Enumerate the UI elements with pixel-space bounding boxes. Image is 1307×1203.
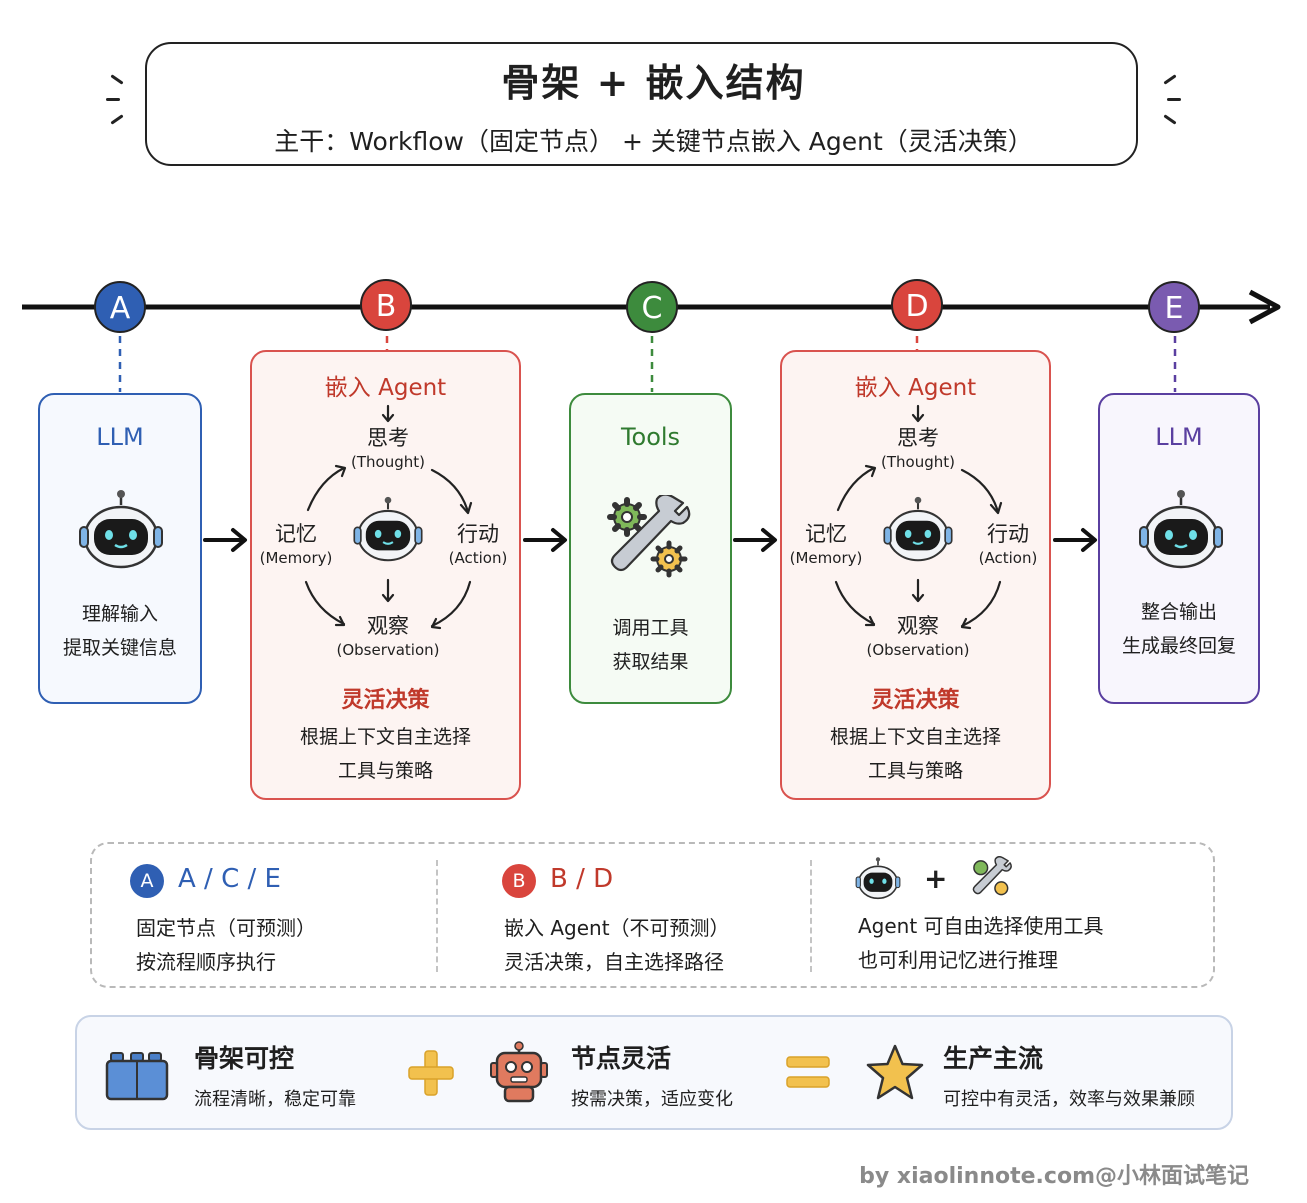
agent-cycle-arrows: [834, 404, 1003, 630]
legend-badge-b: B: [502, 864, 536, 898]
flow-arrows: [203, 528, 1097, 552]
node-b: B: [360, 279, 412, 331]
summary-item-1-title: 骨架可控: [194, 1044, 295, 1073]
wrench-gears-icon: [972, 856, 1012, 896]
agent-flex-line-1: 根据上下文自主选择: [829, 726, 1001, 748]
legend-fixed-line-2: 按流程顺序执行: [136, 950, 276, 974]
page-subtitle: 主干：Workflow（固定节点） + 关键节点嵌入 Agent（灵活决策）: [274, 127, 1033, 156]
agent-memory: 记忆(Memory): [259, 522, 333, 567]
summary-item-2-title: 节点灵活: [571, 1044, 672, 1073]
equals-icon: [786, 1056, 830, 1088]
card-a-desc-1: 理解输入: [81, 603, 158, 625]
legend-plus: +: [924, 862, 948, 895]
summary-box: 骨架可控 流程清晰，稳定可靠 节点灵活 按需决策，适应变化 生产主流 可控中有灵…: [75, 1015, 1233, 1130]
card-e-desc-2: 生成最终回复: [1121, 635, 1236, 657]
agent-observe: 观察(Observation): [336, 614, 440, 659]
legend-badge-a: A: [130, 864, 164, 898]
agent-title: 嵌入 Agent: [324, 375, 447, 401]
agent-think: 思考(Thought): [351, 426, 425, 471]
agent-flex-title: 灵活决策: [871, 688, 960, 713]
wrench-gears-icon: [607, 495, 691, 578]
agent-think: 思考(Thought): [881, 426, 955, 471]
agent-flex-title: 灵活决策: [341, 688, 430, 713]
summary-item-3-title: 生产主流: [943, 1044, 1044, 1073]
legend-combo-line-1: Agent 可自由选择使用工具: [858, 914, 1104, 938]
page-title: 骨架 + 嵌入结构: [501, 61, 806, 105]
node-c: C: [626, 281, 678, 333]
agent-observe: 观察(Observation): [866, 614, 970, 659]
legend-fixed-line-1: 固定节点（可预测）: [136, 916, 316, 940]
plus-icon: [408, 1050, 454, 1096]
header-box: [145, 42, 1138, 166]
legend-box: A A / C / E 固定节点（可预测） 按流程顺序执行 B B / D 嵌入…: [90, 842, 1215, 988]
node-e: E: [1148, 281, 1200, 333]
agent-act: 行动(Action): [978, 522, 1038, 567]
legend-head-agent: B / D: [550, 864, 614, 894]
robot-icon: [79, 490, 163, 569]
card-e-desc-1: 整合输出: [1140, 601, 1217, 623]
footer-credit: by xiaolinnote.com@小林面试笔记: [859, 1164, 1249, 1189]
summary-item-3-desc: 可控中有灵活，效率与效果兼顾: [943, 1089, 1195, 1110]
legend-agent-line-1: 嵌入 Agent（不可预测）: [504, 916, 730, 940]
robot-icon: [490, 1041, 548, 1103]
summary-item-1-desc: 流程清晰，稳定可靠: [194, 1089, 356, 1110]
legend-combo-line-2: 也可利用记忆进行推理: [858, 948, 1058, 972]
card-b-agent: 嵌入 Agent 思考(Thought) 行动(Action) 观察(Obser…: [250, 350, 521, 800]
card-a-llm: LLM 理解输入 提取关键信息: [38, 393, 202, 704]
card-c-desc-1: 调用工具: [612, 617, 689, 639]
legend-head-fixed: A / C / E: [178, 864, 281, 894]
legend-agent-line-2: 灵活决策，自主选择路径: [504, 950, 724, 974]
card-d-agent: 嵌入 Agent 思考(Thought) 行动(Action) 观察(Obser…: [780, 350, 1051, 800]
robot-icon: [883, 496, 953, 562]
agent-cycle-arrows: [304, 404, 473, 630]
agent-memory: 记忆(Memory): [789, 522, 863, 567]
agent-title: 嵌入 Agent: [854, 375, 977, 401]
robot-icon: [1139, 490, 1223, 569]
blocks-icon: [105, 1052, 169, 1101]
star-icon: [866, 1044, 924, 1100]
card-c-title: Tools: [620, 423, 681, 451]
timeline-line: [22, 289, 1281, 392]
summary-item-2-desc: 按需决策，适应变化: [571, 1089, 733, 1110]
card-e-title: LLM: [1155, 423, 1203, 451]
robot-icon: [353, 496, 423, 562]
agent-flex-line-2: 工具与策略: [867, 760, 963, 782]
robot-icon: [855, 857, 901, 900]
agent-flex-line-1: 根据上下文自主选择: [299, 726, 471, 748]
card-c-desc-2: 获取结果: [612, 651, 689, 673]
card-a-title: LLM: [96, 423, 144, 451]
node-a: A: [94, 281, 146, 333]
agent-act: 行动(Action): [448, 522, 508, 567]
card-a-desc-2: 提取关键信息: [62, 637, 177, 659]
card-c-tools: Tools 调用工具 获取结果: [569, 393, 732, 704]
card-e-llm: LLM 整合输出 生成最终回复: [1098, 393, 1260, 704]
agent-flex-line-2: 工具与策略: [337, 760, 433, 782]
node-d: D: [891, 279, 943, 331]
